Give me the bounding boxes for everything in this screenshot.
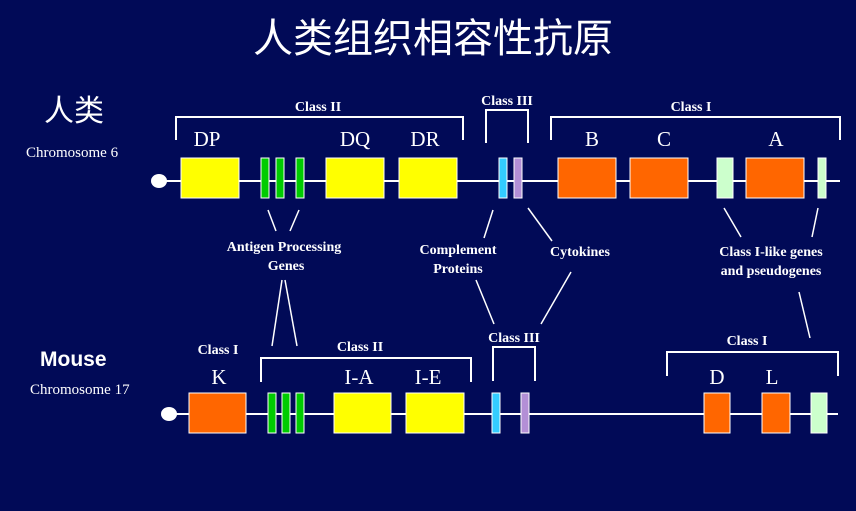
mouse-gene-label-ia: I-A [344,365,374,389]
human-class-ii-bracket [175,116,464,140]
class-i-like-label-line2: and pseudogenes [721,264,822,279]
page-title: 人类组织相容性抗原 [253,16,613,61]
antigen-processing-label-line2: Genes [268,259,305,274]
mouse-gene-ie [405,392,465,434]
human-class-i-bracket [550,116,841,140]
cytokines-label: Cytokines [550,245,610,260]
human-gene-dr [398,157,458,199]
human-species-label: 人类 [44,95,104,128]
human-gene-label-dq: DQ [340,127,370,151]
mouse-class-i-right-label: Class I [727,334,768,349]
mouse-complement-gene [491,392,501,434]
human-gene-c [629,157,689,199]
complement-label-line1: Complement [420,243,497,258]
human-class-iii-bracket [485,109,529,143]
human-gene-dp [180,157,240,199]
mouse-class-i-like-gene [810,392,828,434]
mouse-class-iii-bracket [492,346,536,381]
mouse-gene-ia [333,392,392,434]
mouse-gene-label-ie: I-E [415,365,442,389]
human-gene-label-c: C [657,127,671,151]
mouse-chromosome-label: Chromosome 17 [30,382,130,398]
mouse-antigen-processing-gene-3 [295,392,305,434]
human-class-i-label: Class I [671,100,712,115]
mouse-gene-label-k: K [211,365,226,389]
human-gene-label-b: B [585,127,599,151]
complement-label-line2: Proteins [433,262,483,277]
mouse-antigen-processing-gene-2 [281,392,291,434]
human-gene-label-dp: DP [194,127,221,151]
human-class-ii-label: Class II [295,100,341,115]
human-gene-label-a: A [768,127,784,151]
mouse-gene-label-l: L [766,365,779,389]
mouse-species-label: Mouse [40,348,107,371]
mouse-class-iii-label: Class III [488,331,540,346]
human-gene-dq [325,157,385,199]
class-i-like-label-line1: Class I-like genes [719,245,823,260]
mouse-class-i-bracket [666,351,839,376]
human-antigen-processing-gene-2 [275,157,285,199]
mouse-cytokine-gene [520,392,530,434]
human-chromosome-label: Chromosome 6 [26,145,119,161]
mouse-gene-d [703,392,731,434]
mouse-gene-label-d: D [709,365,724,389]
human-class-i-like-gene-1 [716,157,734,199]
human-gene-a [745,157,805,199]
human-centromere [151,174,167,188]
human-antigen-processing-gene-3 [295,157,305,199]
human-complement-gene [498,157,508,199]
annotation-connectors [267,207,819,347]
mouse-gene-l [761,392,791,434]
human-gene-label-dr: DR [410,127,439,151]
mouse-antigen-processing-gene-1 [267,392,277,434]
human-cytokine-gene [513,157,523,199]
human-class-iii-label: Class III [481,94,533,109]
antigen-processing-label-line1: Antigen Processing [227,240,341,255]
mouse-class-ii-bracket [260,357,472,382]
human-antigen-processing-gene-1 [260,157,270,199]
human-class-i-like-gene-2 [817,157,827,199]
mouse-class-i-left-label: Class I [198,343,239,358]
human-gene-b [557,157,617,199]
mouse-class-ii-label: Class II [337,340,383,355]
mouse-centromere [161,407,177,421]
mouse-gene-k [188,392,247,434]
